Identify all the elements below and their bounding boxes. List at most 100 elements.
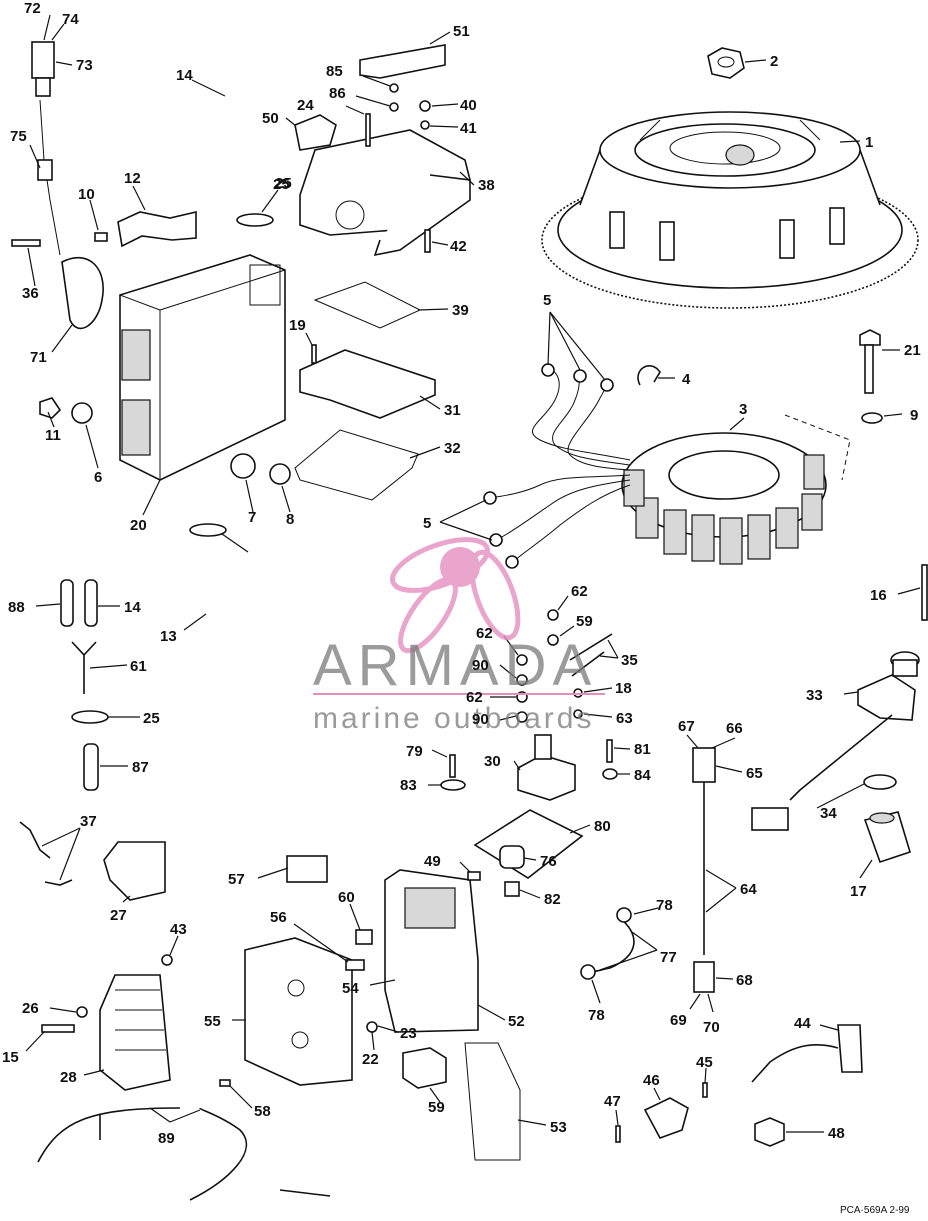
- part-washer-63: [573, 709, 583, 719]
- label-10: 10: [78, 186, 95, 203]
- part-tee-61: [71, 641, 97, 694]
- part-switch-44: [837, 1024, 863, 1073]
- part-screw-22: [366, 1021, 378, 1033]
- label-83: 83: [400, 777, 417, 794]
- label-59-relay: 59: [428, 1099, 445, 1116]
- label-42: 42: [450, 238, 467, 255]
- label-90-bottom: 90: [472, 711, 489, 728]
- part-cover-55-hole-b: [291, 1031, 309, 1049]
- part-nut-62a: [547, 609, 559, 621]
- part-connector-73: [31, 41, 55, 97]
- label-74: 74: [62, 11, 79, 28]
- part-pin-45: [702, 1082, 708, 1098]
- label-48: 48: [828, 1125, 845, 1142]
- label-14-small: 14: [124, 599, 141, 616]
- part-terminal-78b: [580, 964, 596, 980]
- label-31: 31: [444, 402, 461, 419]
- label-37: 37: [80, 813, 97, 830]
- part-screw-15: [41, 1024, 75, 1033]
- part-pin-47: [615, 1125, 621, 1143]
- label-67: 67: [678, 718, 695, 735]
- label-50: 50: [262, 110, 279, 127]
- label-6: 6: [94, 469, 102, 486]
- label-27: 27: [110, 907, 127, 924]
- armada-watermark: ARMADA marine outboards: [313, 537, 605, 735]
- part-fitting-46: [643, 1097, 689, 1139]
- part-screw-21: [859, 329, 881, 394]
- part-screw-16: [921, 564, 928, 621]
- part-cover-55: [244, 937, 353, 1086]
- label-68: 68: [736, 972, 753, 989]
- part-terminal-56: [345, 959, 365, 971]
- label-17: 17: [850, 883, 867, 900]
- label-73: 73: [76, 57, 93, 74]
- label-39: 39: [452, 302, 469, 319]
- part-cover-71: [61, 256, 104, 330]
- label-62-left: 62: [476, 625, 493, 642]
- label-61: 61: [130, 658, 147, 675]
- label-76: 76: [540, 853, 557, 870]
- part-washer-26: [76, 1006, 88, 1018]
- part-screw-58: [219, 1079, 231, 1087]
- label-81: 81: [634, 741, 651, 758]
- label-23: 23: [400, 1025, 417, 1042]
- part-cover-51: [359, 44, 446, 79]
- part-nut-62b: [516, 654, 528, 666]
- label-54: 54: [342, 980, 359, 997]
- part-clamp-4: [637, 365, 661, 386]
- part-screw-81: [606, 739, 613, 763]
- part-labels: 72 74 73 75 10 12 14 36 71 11 6 20 7 8 2…: [2, 0, 921, 1147]
- part-hose-88: [60, 579, 74, 627]
- part-flywheel-nut: [707, 47, 745, 79]
- armada-propeller-logo: [390, 537, 521, 654]
- part-washer-86: [389, 102, 399, 112]
- part-screw-11: [39, 397, 62, 419]
- part-screw-19: [311, 344, 317, 364]
- part-screw-36: [11, 239, 41, 247]
- part-solenoid-30: [517, 734, 576, 801]
- watermark-brand: ARMADA: [313, 633, 597, 698]
- label-16: 16: [870, 587, 887, 604]
- part-base-31: [299, 349, 436, 419]
- part-clamp-25b: [189, 523, 227, 537]
- label-11: 11: [45, 427, 61, 444]
- part-hose-87: [83, 743, 99, 791]
- label-65: 65: [746, 765, 763, 782]
- label-25-tee: 25: [143, 710, 160, 727]
- label-62-top: 62: [571, 583, 588, 600]
- label-47: 47: [604, 1093, 621, 1110]
- part-timer-wire-33: [789, 714, 893, 801]
- part-gasket-32: [294, 429, 419, 501]
- label-40: 40: [460, 97, 477, 114]
- part-connector-65: [692, 747, 716, 783]
- label-4: 4: [682, 371, 691, 388]
- label-75: 75: [10, 128, 27, 145]
- part-connector-68: [693, 961, 715, 993]
- label-35: 35: [621, 652, 638, 669]
- part-gasket-53: [464, 1042, 521, 1161]
- part-screw-79: [449, 754, 456, 778]
- label-18: 18: [615, 680, 632, 697]
- part-bracket-12: [117, 210, 197, 248]
- part-leads-35: [569, 633, 613, 677]
- part-cdi-module: [119, 254, 286, 481]
- label-88: 88: [8, 599, 25, 616]
- label-22: 22: [362, 1051, 379, 1068]
- label-28: 28: [60, 1069, 77, 1086]
- part-stator: [621, 432, 827, 565]
- label-44: 44: [794, 1015, 811, 1032]
- label-5-bottom: 5: [423, 515, 431, 532]
- label-20: 20: [130, 517, 147, 534]
- label-62-lower: 62: [466, 689, 483, 706]
- part-terminal-78a: [616, 907, 632, 923]
- part-gasket-39: [313, 281, 422, 329]
- part-stator-leads: [483, 363, 631, 569]
- part-block-28-fins: [115, 989, 166, 1051]
- label-32: 32: [444, 440, 461, 457]
- label-72: 72: [24, 0, 41, 17]
- label-3: 3: [739, 401, 747, 418]
- part-hose-14: [149, 95, 257, 191]
- part-nut-48: [754, 1117, 785, 1147]
- label-21: 21: [904, 342, 921, 359]
